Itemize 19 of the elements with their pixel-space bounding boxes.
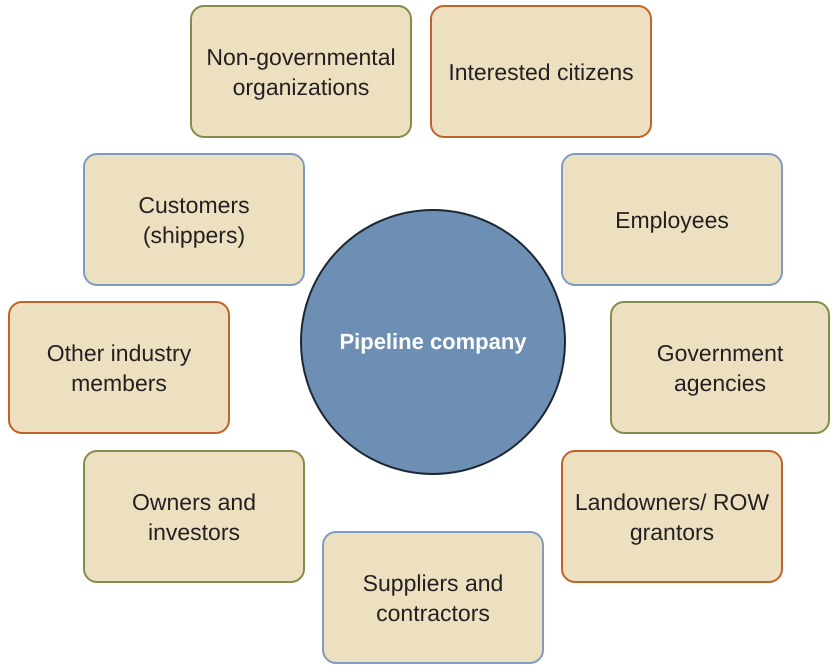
node-label: Employees [614,206,730,234]
node-label: Customers (shippers) [137,190,251,250]
stakeholder-box [610,301,830,434]
node-label: Government agencies [656,338,784,398]
stakeholder-box [83,450,305,583]
node-label: Other industry members [46,338,192,398]
stakeholder-box [8,301,230,434]
node-label: Pipeline company [338,328,528,356]
node-label: Landowners/ ROW grantors [574,488,770,546]
node-label: Interested citizens [447,58,635,86]
node-label: Suppliers and contractors [362,568,504,628]
stakeholder-box [561,153,783,286]
stakeholder-box [561,450,783,583]
node-label: Owners and investors [130,488,257,546]
stakeholder-box [322,531,544,664]
stakeholder-box [190,5,412,138]
stakeholder-box [83,153,305,286]
stakeholder-box [430,5,652,138]
node-label: Non-governmental organizations [205,42,397,102]
